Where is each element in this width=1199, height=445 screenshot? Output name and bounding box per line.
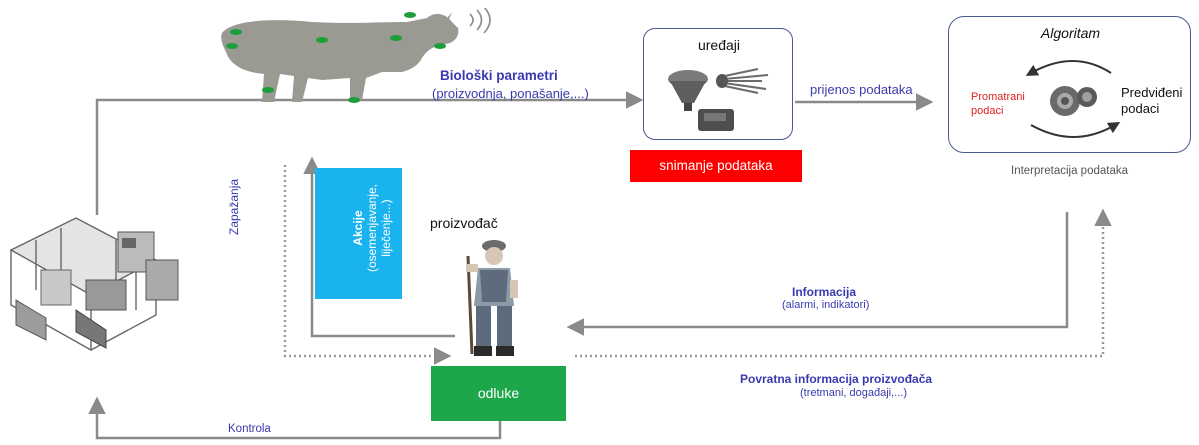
cow-illustration [221, 8, 491, 103]
feedback-subtitle: (tretmani, događaji,...) [800, 387, 907, 399]
farmer-illustration [466, 240, 518, 356]
bio-params-title: Biološki parametri [440, 68, 558, 83]
bio-params-subtitle: (proizvodnja, ponašanje,...) [432, 86, 589, 101]
algorithm-caption: Interpretacija podataka [1011, 165, 1128, 177]
milking-robot-illustration [9, 217, 179, 352]
producer-label: proizvođač [430, 215, 498, 231]
bio-params-arrow [95, 91, 644, 215]
sensor-devices-icon [668, 68, 769, 131]
decisions-label: odluke [477, 385, 520, 401]
actions-text: Akcije (osemenjavanje, liječenje...) [351, 168, 393, 288]
predicted-data-label: Predviđeni podaci [1121, 85, 1183, 116]
algorithm-title: Algoritam [1040, 25, 1101, 41]
information-arrow [566, 212, 1069, 336]
control-label: Kontrola [228, 423, 271, 435]
information-subtitle: (alarmi, indikatori) [782, 299, 870, 311]
transfer-label: prijenos podataka [810, 82, 913, 97]
recording-box: snimanje podataka [630, 150, 802, 182]
feedback-title: Povratna informacija proizvođača [740, 372, 933, 386]
feedback-arrow [575, 208, 1112, 358]
algorithm-box: Algoritam Promatrani podaci Predviđeni p… [948, 16, 1191, 153]
actions-subtitle: (osemenjavanje, liječenje...) [365, 183, 393, 273]
information-title: Informacija [792, 285, 857, 299]
actions-arrow [303, 156, 455, 338]
control-arrow [88, 396, 502, 440]
recording-label: snimanje podataka [659, 158, 773, 173]
devices-box: uređaji [643, 28, 793, 140]
actions-box: Akcije (osemenjavanje, liječenje...) [315, 168, 402, 299]
observations-label: Zapažanja [227, 178, 241, 235]
devices-label: uređaji [697, 37, 741, 53]
actions-title: Akcije [351, 210, 365, 246]
decisions-box: odluke [431, 366, 566, 421]
cycle-gears-icon [1025, 60, 1121, 138]
observations-arrow [283, 165, 452, 365]
observed-data-label: Promatrani podaci [971, 91, 1025, 117]
